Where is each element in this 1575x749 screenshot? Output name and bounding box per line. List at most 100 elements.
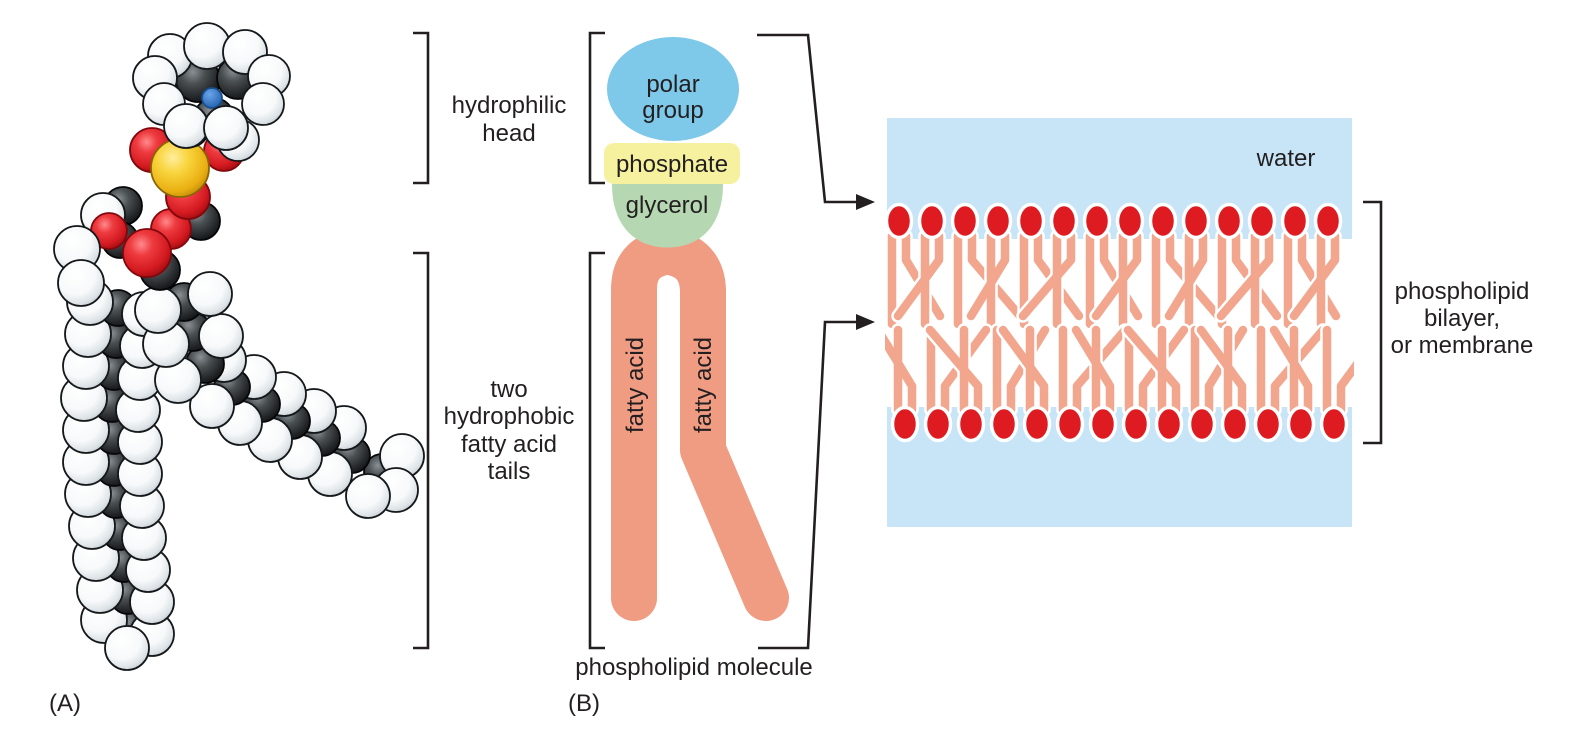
lipid-head: [1214, 202, 1244, 240]
lipid-tail: [925, 325, 983, 415]
lipid-tail: [1033, 231, 1084, 321]
lipid-head: [1181, 202, 1211, 240]
lipid-head: [1247, 202, 1277, 240]
arrowhead-head-to-bilayer: [856, 194, 875, 210]
glycerol-label: glycerol: [626, 192, 709, 219]
atom-H: [187, 271, 233, 317]
lipid-head: [1187, 405, 1217, 443]
lipid-head: [1022, 405, 1052, 443]
atom-O: [122, 228, 172, 278]
lipid-tail: [998, 325, 1049, 415]
tails-label-line1: two: [490, 376, 527, 403]
lipid-tail: [1072, 325, 1130, 415]
bracket-tails-model: [413, 251, 430, 650]
polar-group-label-line1: polar: [646, 71, 699, 98]
lipid-head: [1082, 202, 1112, 240]
fatty-acid-tail-right-shape: [648, 229, 789, 621]
space-filling-model: [53, 22, 425, 671]
phospholipid-schematic: polar group phosphate glycerol fatty aci…: [575, 37, 813, 681]
lipid-head: [917, 202, 947, 240]
hydrophilic-head-label-line1: hydrophilic: [452, 92, 567, 119]
phosphate-label: phosphate: [616, 151, 728, 178]
lipid-head: [1055, 405, 1085, 443]
lipid-tail: [1123, 325, 1181, 415]
lipid-tail: [1138, 325, 1189, 415]
tails-label-line3: fatty acid: [461, 431, 557, 458]
lipid-tail: [1334, 356, 1354, 417]
atom-N: [201, 87, 223, 109]
atom-H: [104, 625, 150, 671]
connector-tail-to-bilayer: [758, 320, 856, 650]
fatty-acid-label-right: fatty acid: [690, 337, 717, 433]
lipid-head: [1154, 405, 1184, 443]
bilayer-panel: water: [884, 118, 1354, 527]
polar-group-shape: [607, 37, 739, 141]
glycerol-shape: [612, 184, 723, 248]
bilayer-heads-top: [884, 202, 1343, 240]
lipid-tail: [1018, 231, 1076, 321]
bracket-bilayer: [1363, 200, 1383, 445]
lipid-tail: [967, 231, 1025, 321]
atom-H: [189, 383, 235, 429]
lipid-tail: [885, 333, 917, 415]
panel-a-label: (A): [49, 690, 81, 717]
connector-head-to-bilayer: [757, 33, 856, 204]
atom-H: [163, 103, 209, 149]
lipid-head: [1016, 202, 1046, 240]
lipid-head: [950, 202, 980, 240]
phosphate-shape: [604, 143, 740, 184]
polar-group-label-line2: group: [642, 97, 703, 124]
lipid-tail: [1216, 231, 1274, 321]
lipid-tail: [1091, 231, 1142, 321]
atom-H: [241, 82, 285, 126]
lipid-head: [890, 405, 920, 443]
bilayer-tails-bottom: [885, 323, 1354, 417]
lipid-tail: [966, 231, 1010, 321]
tails-label-line2: hydrophobic: [444, 403, 575, 430]
lipid-tail: [1164, 231, 1208, 321]
lipid-head: [884, 202, 914, 240]
lipid-head: [1319, 405, 1349, 443]
lipid-tail: [1289, 231, 1340, 321]
lipid-tail: [1336, 361, 1354, 415]
bilayer-label-line1: phospholipid: [1395, 278, 1530, 305]
bilayer-tails-top: [885, 229, 1343, 331]
lipid-head: [1088, 405, 1118, 443]
panel-b-label: (B): [568, 690, 600, 717]
tails-label-line4: tails: [488, 458, 531, 485]
lipid-head: [1286, 405, 1316, 443]
lipid-head: [1148, 202, 1178, 240]
bilayer-heads-bottom: [890, 405, 1349, 443]
atom-H: [57, 259, 105, 307]
lipid-head: [989, 405, 1019, 443]
lipid-head: [1313, 202, 1343, 240]
fatty-acid-label-left: fatty acid: [622, 337, 649, 433]
bracket-head-model: [413, 31, 430, 185]
atom-H: [203, 105, 249, 151]
lipid-tail: [1231, 231, 1282, 321]
lipid-head: [1220, 405, 1250, 443]
water-region-bottom: [887, 407, 1352, 527]
lipid-head: [1253, 405, 1283, 443]
molecule-caption: phospholipid molecule: [575, 654, 813, 681]
bilayer-label-line2: bilayer,: [1424, 305, 1500, 332]
lipid-tail: [1269, 325, 1313, 415]
lipid-head: [956, 405, 986, 443]
lipid-tail: [1071, 325, 1115, 415]
bracket-head-schematic: [588, 31, 605, 185]
lipid-tail: [1165, 231, 1223, 321]
lipid-head: [1121, 405, 1151, 443]
arrowhead-tail-to-bilayer: [856, 314, 875, 330]
lipid-head: [923, 405, 953, 443]
water-label: water: [1256, 145, 1316, 172]
lipid-head: [1280, 202, 1310, 240]
lipid-head: [1115, 202, 1145, 240]
lipid-tail: [1270, 325, 1328, 415]
atom-H: [198, 313, 244, 359]
atom-H: [134, 286, 182, 334]
lipid-tail: [893, 231, 944, 321]
lipid-head: [1049, 202, 1079, 240]
hydrophilic-head-label-line2: head: [482, 120, 535, 147]
